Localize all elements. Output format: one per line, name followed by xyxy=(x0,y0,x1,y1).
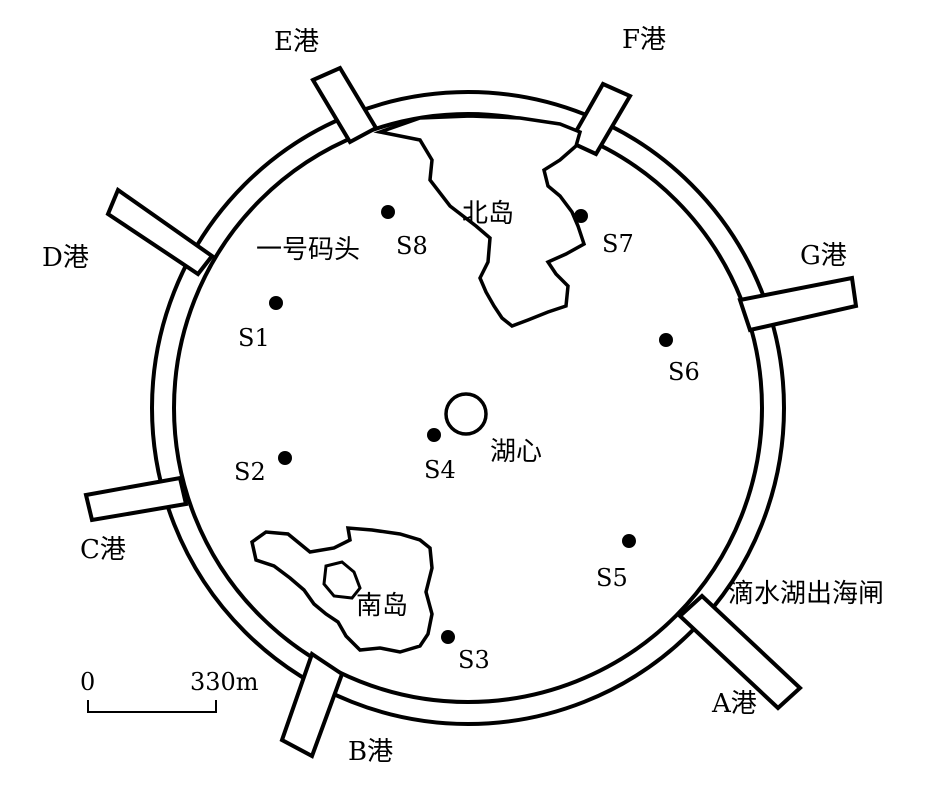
station-s4-dot xyxy=(427,428,441,442)
port-b-label: B港 xyxy=(348,737,393,767)
canal-b xyxy=(279,650,345,759)
outlet-label: 滴水湖出海闸 xyxy=(728,579,884,609)
south-island-lagoon xyxy=(322,560,362,600)
ring-outer-bank xyxy=(150,90,786,726)
port-e-label: E港 xyxy=(274,27,319,57)
port-g-label: G港 xyxy=(800,241,847,271)
station-s5-label: S5 xyxy=(596,564,628,592)
canal-a xyxy=(677,593,803,711)
station-s1-label: S1 xyxy=(238,324,270,352)
stations xyxy=(269,205,673,644)
station-s4-label: S4 xyxy=(424,456,456,484)
station-s1-dot xyxy=(269,296,283,310)
station-s7-label: S7 xyxy=(602,230,634,258)
lake-center-island xyxy=(444,392,488,436)
north-island-label: 北岛 xyxy=(462,199,514,229)
canals xyxy=(83,65,859,759)
station-s6-label: S6 xyxy=(668,358,700,386)
station-s8-label: S8 xyxy=(396,232,428,260)
port-a-label: A港 xyxy=(711,689,757,719)
ring-channel xyxy=(150,90,786,726)
station-s2-dot xyxy=(278,451,292,465)
canal-f xyxy=(567,81,633,157)
lake-center-label: 湖心 xyxy=(490,437,542,467)
scale-bar-start: 0 xyxy=(80,668,95,696)
canal-e xyxy=(310,65,379,145)
canal-g xyxy=(737,275,859,333)
port-f-label: F港 xyxy=(622,25,666,55)
station-s3-label: S3 xyxy=(458,646,490,674)
canal-d xyxy=(105,186,215,277)
pier-label: 一号码头 xyxy=(256,235,360,265)
station-s7-dot xyxy=(574,209,588,223)
canal-c xyxy=(83,475,189,523)
scale-bar-line xyxy=(87,700,217,713)
ring-inner-bank xyxy=(172,112,764,704)
south-island-label: 南岛 xyxy=(356,591,408,621)
station-s3-dot xyxy=(441,630,455,644)
station-s6-dot xyxy=(659,333,673,347)
station-s5-dot xyxy=(622,534,636,548)
north-island xyxy=(373,114,587,328)
station-s8-dot xyxy=(381,205,395,219)
scale-bar: 0 330m xyxy=(80,668,259,713)
port-d-label: D港 xyxy=(42,243,89,273)
station-s2-label: S2 xyxy=(234,458,266,486)
scale-bar-end: 330m xyxy=(190,668,259,696)
port-c-label: C港 xyxy=(80,535,126,565)
